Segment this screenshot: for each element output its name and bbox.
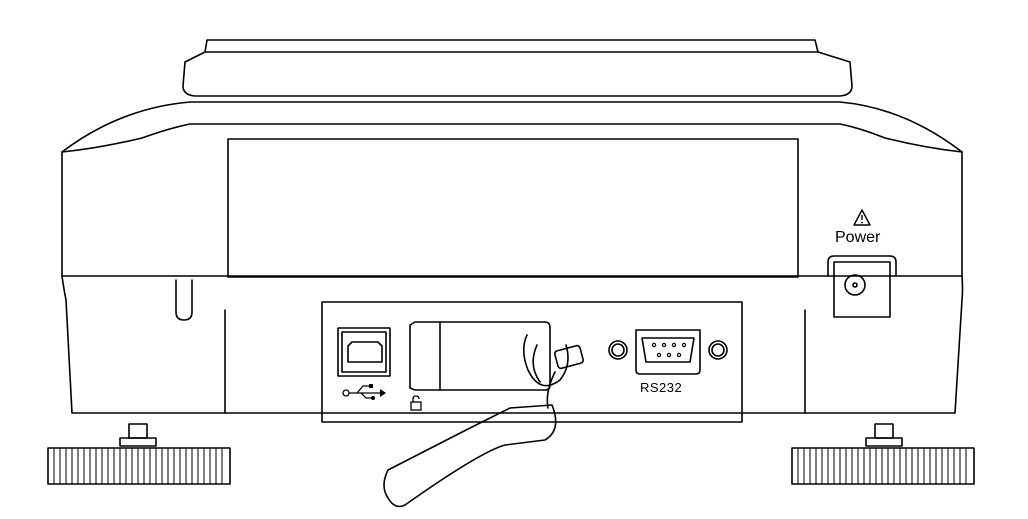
right-leveling-foot xyxy=(791,423,975,485)
rs232-port xyxy=(608,329,728,375)
housing-lower xyxy=(61,275,964,414)
left-leveling-foot xyxy=(47,423,231,485)
warning-triangle-icon xyxy=(853,209,871,226)
unlocked-padlock-icon xyxy=(410,395,422,411)
power-socket xyxy=(827,255,897,318)
usb-symbol-icon xyxy=(342,384,386,400)
power-label: Power xyxy=(835,229,881,246)
weighing-pan xyxy=(182,39,853,97)
usb-port xyxy=(337,327,391,377)
rear-port-panel xyxy=(321,301,743,423)
display-window xyxy=(227,138,799,278)
rs232-label: RS232 xyxy=(640,380,683,395)
security-slot-cover xyxy=(409,321,551,391)
housing-upper xyxy=(61,101,963,278)
security-key xyxy=(383,334,585,508)
